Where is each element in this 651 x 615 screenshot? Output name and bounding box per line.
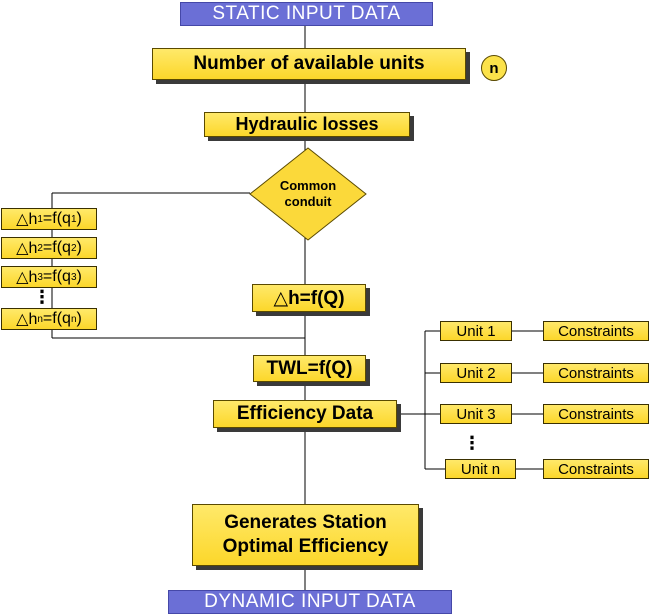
- static-input-banner: STATIC INPUT DATA: [180, 2, 433, 26]
- unit-box-2: Unit 2: [440, 363, 512, 383]
- loss-2-sub: 2: [37, 242, 43, 254]
- number-of-units-box: Number of available units: [152, 48, 466, 80]
- unit-box-n: Unit n: [445, 459, 516, 479]
- hydraulic-losses-label: Hydraulic losses: [235, 114, 379, 134]
- unit-vdots: ⋮: [462, 433, 482, 453]
- unit-3-label: Unit 3: [456, 405, 496, 423]
- loss-vdots: ⋮: [32, 287, 52, 307]
- constraints-n-label: Constraints: [558, 460, 634, 478]
- generates-line1: Generates Station: [224, 512, 387, 533]
- constraints-box-3: Constraints: [543, 404, 649, 424]
- constraints-box-2: Constraints: [543, 363, 649, 383]
- common-conduit-diamond: [249, 147, 367, 241]
- generates-line2: Optimal Efficiency: [222, 536, 389, 557]
- dh-q-box: △h=f(Q): [252, 284, 366, 312]
- n-badge-label: n: [489, 59, 499, 77]
- dynamic-input-label: DYNAMIC INPUT DATA: [204, 591, 416, 612]
- static-input-label: STATIC INPUT DATA: [212, 3, 401, 24]
- efficiency-data-box: Efficiency Data: [213, 400, 397, 428]
- loss-3-mid: =f(q: [42, 268, 71, 285]
- dynamic-input-banner: DYNAMIC INPUT DATA: [168, 590, 452, 614]
- dh-q-label: △h=f(Q): [273, 287, 345, 309]
- loss-1-sub: 1: [37, 213, 43, 225]
- loss-2-mid: =f(q: [42, 239, 71, 256]
- twl-label: TWL=f(Q): [266, 357, 353, 379]
- unit-box-1: Unit 1: [440, 321, 512, 341]
- unit-1-label: Unit 1: [456, 322, 496, 340]
- efficiency-data-label: Efficiency Data: [236, 403, 374, 424]
- loss-3-sub2: 3: [70, 271, 77, 283]
- unit-vdots-glyph: ⋮: [463, 432, 481, 453]
- loss-n-end: ): [76, 310, 82, 327]
- constraints-2-label: Constraints: [558, 364, 634, 382]
- loss-n-sym: △h: [16, 311, 38, 328]
- loss-1-mid: =f(q: [42, 210, 71, 227]
- constraints-3-label: Constraints: [558, 405, 634, 423]
- twl-box: TWL=f(Q): [253, 355, 366, 382]
- hydraulic-losses-box: Hydraulic losses: [204, 112, 410, 137]
- loss-vdots-glyph: ⋮: [33, 286, 51, 307]
- loss-1-sub2: 1: [70, 213, 77, 225]
- constraints-1-label: Constraints: [558, 322, 634, 340]
- loss-2-end: ): [76, 239, 82, 256]
- generates-box: Generates Station Optimal Efficiency: [192, 504, 419, 566]
- loss-2-sym: △h: [16, 240, 38, 257]
- unit-n-label: Unit n: [460, 460, 501, 478]
- common-conduit-line1: Common: [279, 178, 337, 193]
- common-conduit-line2: conduit: [284, 194, 332, 209]
- unit-2-label: Unit 2: [456, 364, 496, 382]
- common-conduit-label: Common conduit: [258, 178, 358, 210]
- n-badge: n: [481, 55, 507, 81]
- number-of-units-label: Number of available units: [193, 53, 425, 74]
- unit-box-3: Unit 3: [440, 404, 512, 424]
- loss-1-end: ): [76, 210, 82, 227]
- loss-2-sub2: 2: [70, 242, 77, 254]
- loss-n-sub2: n: [70, 313, 77, 325]
- constraints-box-1: Constraints: [543, 321, 649, 341]
- constraints-box-n: Constraints: [543, 459, 649, 479]
- loss-3-sym: △h: [16, 269, 38, 286]
- loss-3-sub: 3: [37, 271, 43, 283]
- loss-n-mid: =f(q: [42, 310, 71, 327]
- loss-3-end: ): [76, 268, 82, 285]
- loss-1-sym: △h: [16, 211, 38, 228]
- loss-n-sub: n: [37, 313, 43, 325]
